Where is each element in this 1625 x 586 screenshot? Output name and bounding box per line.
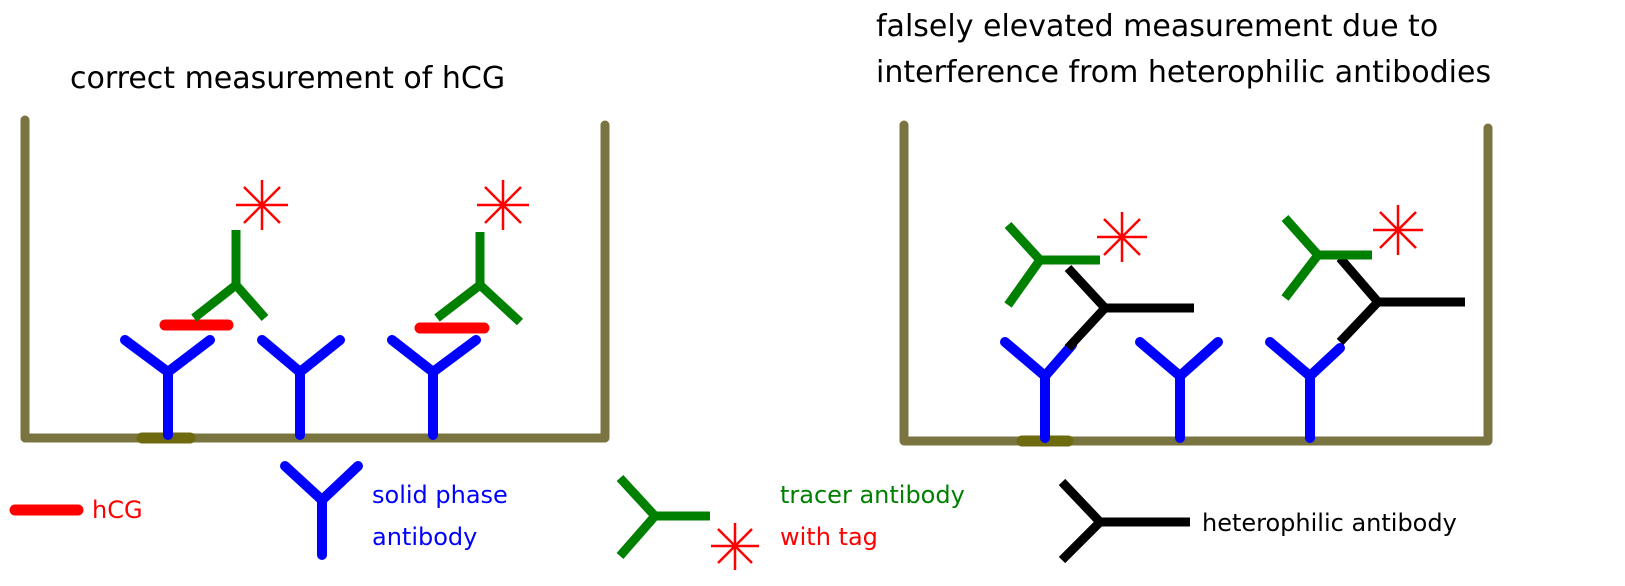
tracer-antibody xyxy=(434,232,524,326)
legend-hcg-label: hCG xyxy=(92,496,143,524)
tag-asterisk-icon xyxy=(477,180,529,230)
tracer-antibody xyxy=(1281,215,1372,301)
solid-phase-antibody xyxy=(120,335,215,440)
legend-solid-phase-symbol xyxy=(280,461,363,560)
solid-phase-antibody xyxy=(1000,337,1077,443)
tracer-antibody xyxy=(1004,221,1100,308)
legend-solid-phase-label-line2: antibody xyxy=(372,523,477,551)
solid-phase-antibody xyxy=(1135,337,1223,443)
right-panel-title-line2: interference from heterophilic antibodie… xyxy=(876,55,1491,90)
tracer-antibody xyxy=(191,230,269,322)
legend-tracer-symbol xyxy=(616,474,710,559)
legend-tracer-label-line2: with tag xyxy=(780,523,878,551)
tag-asterisk-icon xyxy=(1097,212,1147,262)
heterophilic-antibody xyxy=(1336,255,1465,346)
legend-heterophilic-symbol xyxy=(1058,478,1190,564)
legend-heterophilic-label: heterophilic antibody xyxy=(1202,509,1457,537)
left-panel-title: correct measurement of hCG xyxy=(70,61,505,96)
right-well xyxy=(899,120,1493,447)
solid-phase-antibody xyxy=(1265,337,1345,443)
solid-phase-antibody xyxy=(387,335,481,440)
legend-tag-asterisk-icon xyxy=(711,523,759,570)
tag-asterisk-icon xyxy=(236,180,288,230)
left-well xyxy=(20,115,610,444)
legend-solid-phase-label-line1: solid phase xyxy=(372,481,508,509)
heterophilic-antibody xyxy=(1064,264,1194,352)
legend: hCG solid phase antibody tracer antibody… xyxy=(9,461,1457,570)
right-panel-title-line1: falsely elevated measurement due to xyxy=(876,9,1438,44)
tag-asterisk-icon xyxy=(1373,205,1423,255)
legend-tracer-label-line1: tracer antibody xyxy=(780,481,965,509)
solid-phase-antibody xyxy=(257,335,345,440)
